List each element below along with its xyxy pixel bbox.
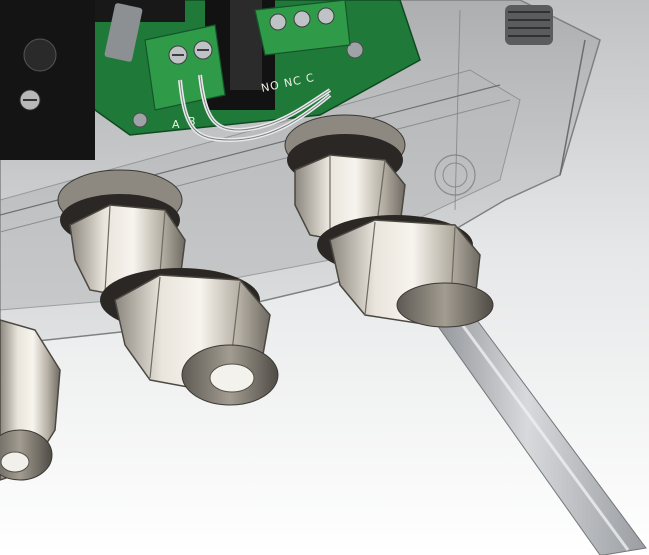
relay-component [0,0,95,160]
terminal-label-b: B [188,115,197,128]
screw-icon [434,154,476,196]
corner-screw-icon [505,5,553,45]
cable-gland-right [284,114,494,328]
gland-opening [209,363,255,393]
cable-gland-left [0,319,61,481]
cable-gland-middle [57,169,279,406]
terminal-block-left: A B [144,24,226,131]
terminal-label-a: A [172,118,181,131]
